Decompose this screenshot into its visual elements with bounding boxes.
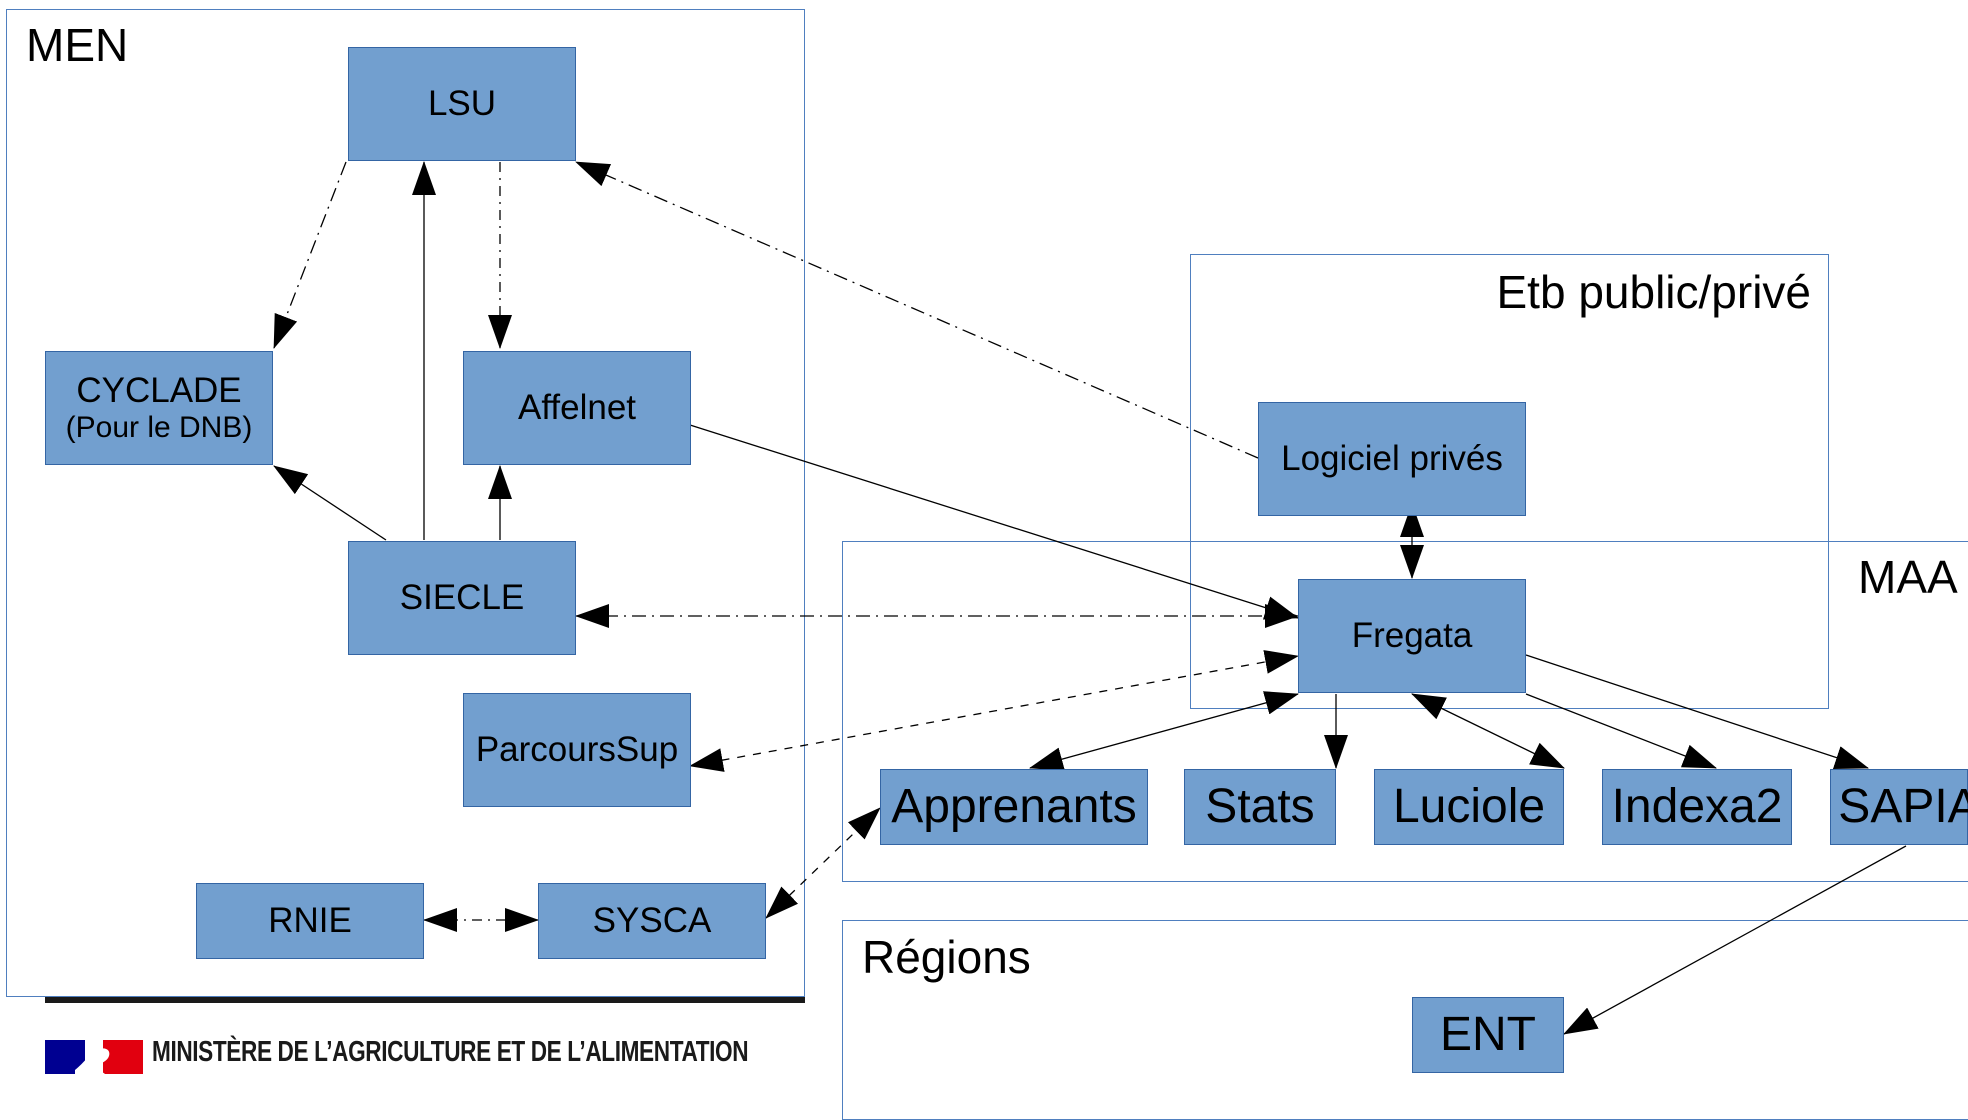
node-logiciel-label: Logiciel privés — [1281, 438, 1503, 478]
node-parcourssup[interactable]: ParcoursSup — [463, 693, 691, 807]
edge-fregata-indexa2 — [1525, 693, 1717, 769]
ministry-name: MINISTÈRE DE L’AGRICULTURE ET DE L’ALIME… — [152, 1036, 749, 1068]
node-affelnet-label: Affelnet — [517, 387, 637, 427]
node-siecle-label: SIECLE — [399, 577, 525, 617]
node-logiciel[interactable]: Logiciel privés — [1258, 402, 1526, 516]
node-cyclade-sublabel: (Pour le DNB) — [65, 410, 253, 444]
edge-fregata-sapia — [1525, 654, 1869, 770]
node-sapia-label: SAPIA — [1838, 780, 1968, 834]
footer-rule — [45, 997, 805, 1003]
node-cyclade-label: CYCLADE — [76, 370, 242, 410]
marianne-flag-icon — [45, 1040, 143, 1074]
node-rnie[interactable]: RNIE — [196, 883, 424, 959]
node-affelnet[interactable]: Affelnet — [463, 351, 691, 465]
node-ent[interactable]: ENT — [1412, 997, 1564, 1073]
node-lsu[interactable]: LSU — [348, 47, 576, 161]
edge-parcourssup-fregata — [689, 650, 1299, 772]
node-rnie-label: RNIE — [268, 900, 352, 940]
node-indexa2[interactable]: Indexa2 — [1602, 769, 1792, 845]
node-apprenants[interactable]: Apprenants — [880, 769, 1148, 845]
node-fregata-label: Fregata — [1351, 615, 1473, 655]
edge-sysca-apprenants — [765, 807, 881, 919]
node-parcourssup-label: ParcoursSup — [475, 729, 679, 769]
edge-affelnet-fregata — [689, 424, 1299, 620]
edge-fregata-apprenants — [1029, 691, 1299, 771]
node-fregata[interactable]: Fregata — [1298, 579, 1526, 693]
men-zone-label: MEN — [26, 19, 129, 71]
edge-lsu-cyclade — [273, 161, 347, 349]
node-luciole-label: Luciole — [1392, 780, 1546, 834]
edge-logiciel-lsu — [575, 161, 1259, 459]
edge-fregata-luciole — [1411, 693, 1565, 769]
men-zone — [6, 9, 805, 997]
maa-zone-label: MAA — [1858, 551, 1958, 603]
node-sysca[interactable]: SYSCA — [538, 883, 766, 959]
edge-siecle-cyclade — [273, 465, 387, 541]
node-lsu-label: LSU — [427, 83, 497, 123]
etb-zone-label: Etb public/privé — [1496, 266, 1812, 318]
node-sapia[interactable]: SAPIA — [1830, 769, 1968, 845]
node-sysca-label: SYSCA — [592, 900, 712, 940]
node-luciole[interactable]: Luciole — [1374, 769, 1564, 845]
node-stats[interactable]: Stats — [1184, 769, 1336, 845]
node-cyclade[interactable]: CYCLADE (Pour le DNB) — [45, 351, 273, 465]
node-stats-label: Stats — [1205, 780, 1315, 834]
node-siecle[interactable]: SIECLE — [348, 541, 576, 655]
edge-sapia-ent — [1563, 845, 1907, 1035]
regions-zone-label: Régions — [862, 931, 1031, 983]
node-ent-label: ENT — [1440, 1008, 1536, 1062]
node-apprenants-label: Apprenants — [891, 780, 1137, 834]
node-indexa2-label: Indexa2 — [1611, 780, 1783, 834]
